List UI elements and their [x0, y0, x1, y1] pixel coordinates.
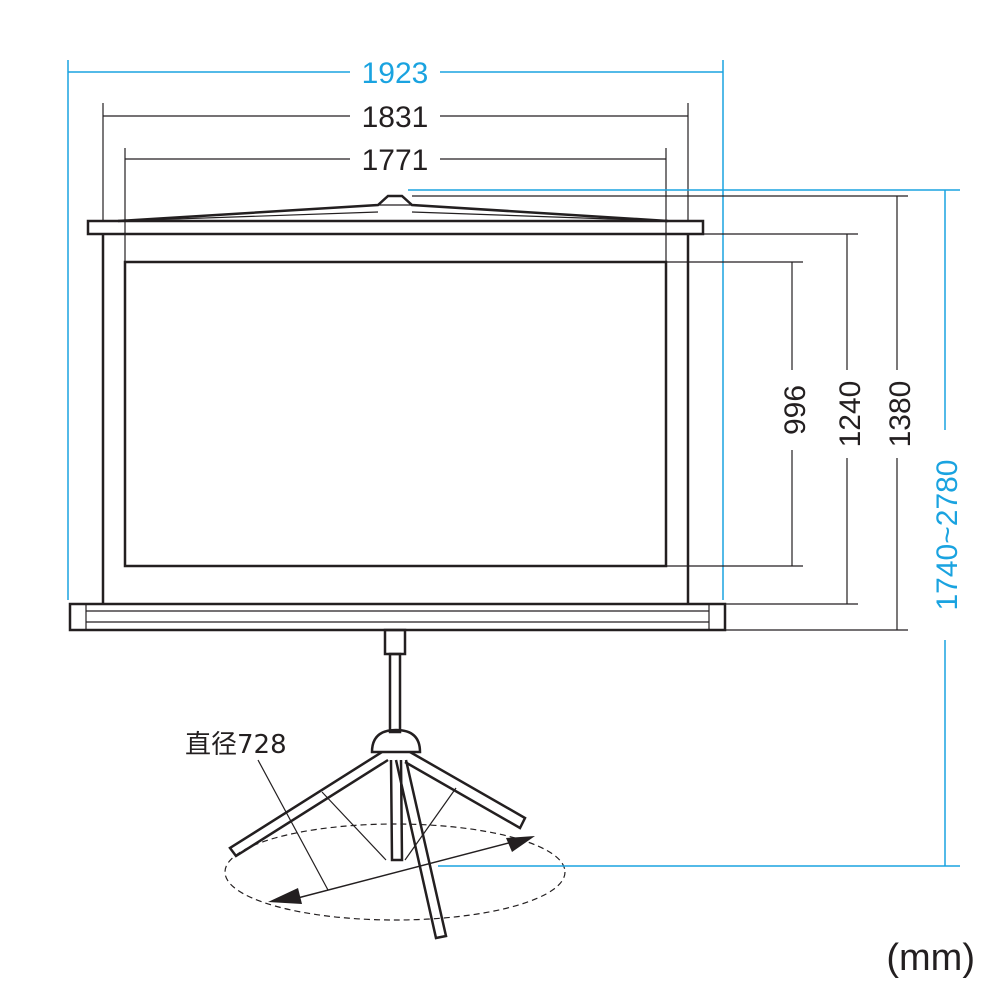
frame-width-dimension: 1831	[102, 101, 689, 222]
screen-surface	[123, 260, 668, 568]
unit-label: (mm)	[886, 937, 975, 979]
screen-height-label: 996	[779, 385, 812, 435]
screen-height-dimension: 996	[666, 261, 812, 567]
arrow-left-icon	[268, 888, 302, 904]
top-bar	[86, 194, 705, 236]
arrow-right-icon	[506, 836, 535, 852]
screen-width-label: 1771	[362, 144, 429, 177]
total-height-label: 1740~2780	[931, 460, 964, 611]
frame-width-label: 1831	[362, 101, 429, 134]
center-pole	[383, 628, 407, 734]
frame-height-label: 1380	[884, 381, 917, 448]
case-height-label: 1240	[834, 381, 867, 448]
frame-height-dimension: 1380	[412, 195, 917, 631]
overall-width-dimension: 1923	[67, 57, 724, 600]
tripod	[228, 728, 527, 940]
case-height-dimension: 1240	[703, 233, 867, 605]
overall-width-label: 1923	[362, 57, 429, 90]
side-posts	[101, 234, 690, 604]
tripod-diameter-label: 直径728	[185, 730, 287, 760]
total-height-dimension: 1740~2780	[408, 189, 964, 867]
bottom-bar	[68, 602, 727, 632]
screen-width-dimension: 1771	[124, 144, 667, 262]
tripod-diameter-dimension: 直径728	[185, 730, 566, 921]
